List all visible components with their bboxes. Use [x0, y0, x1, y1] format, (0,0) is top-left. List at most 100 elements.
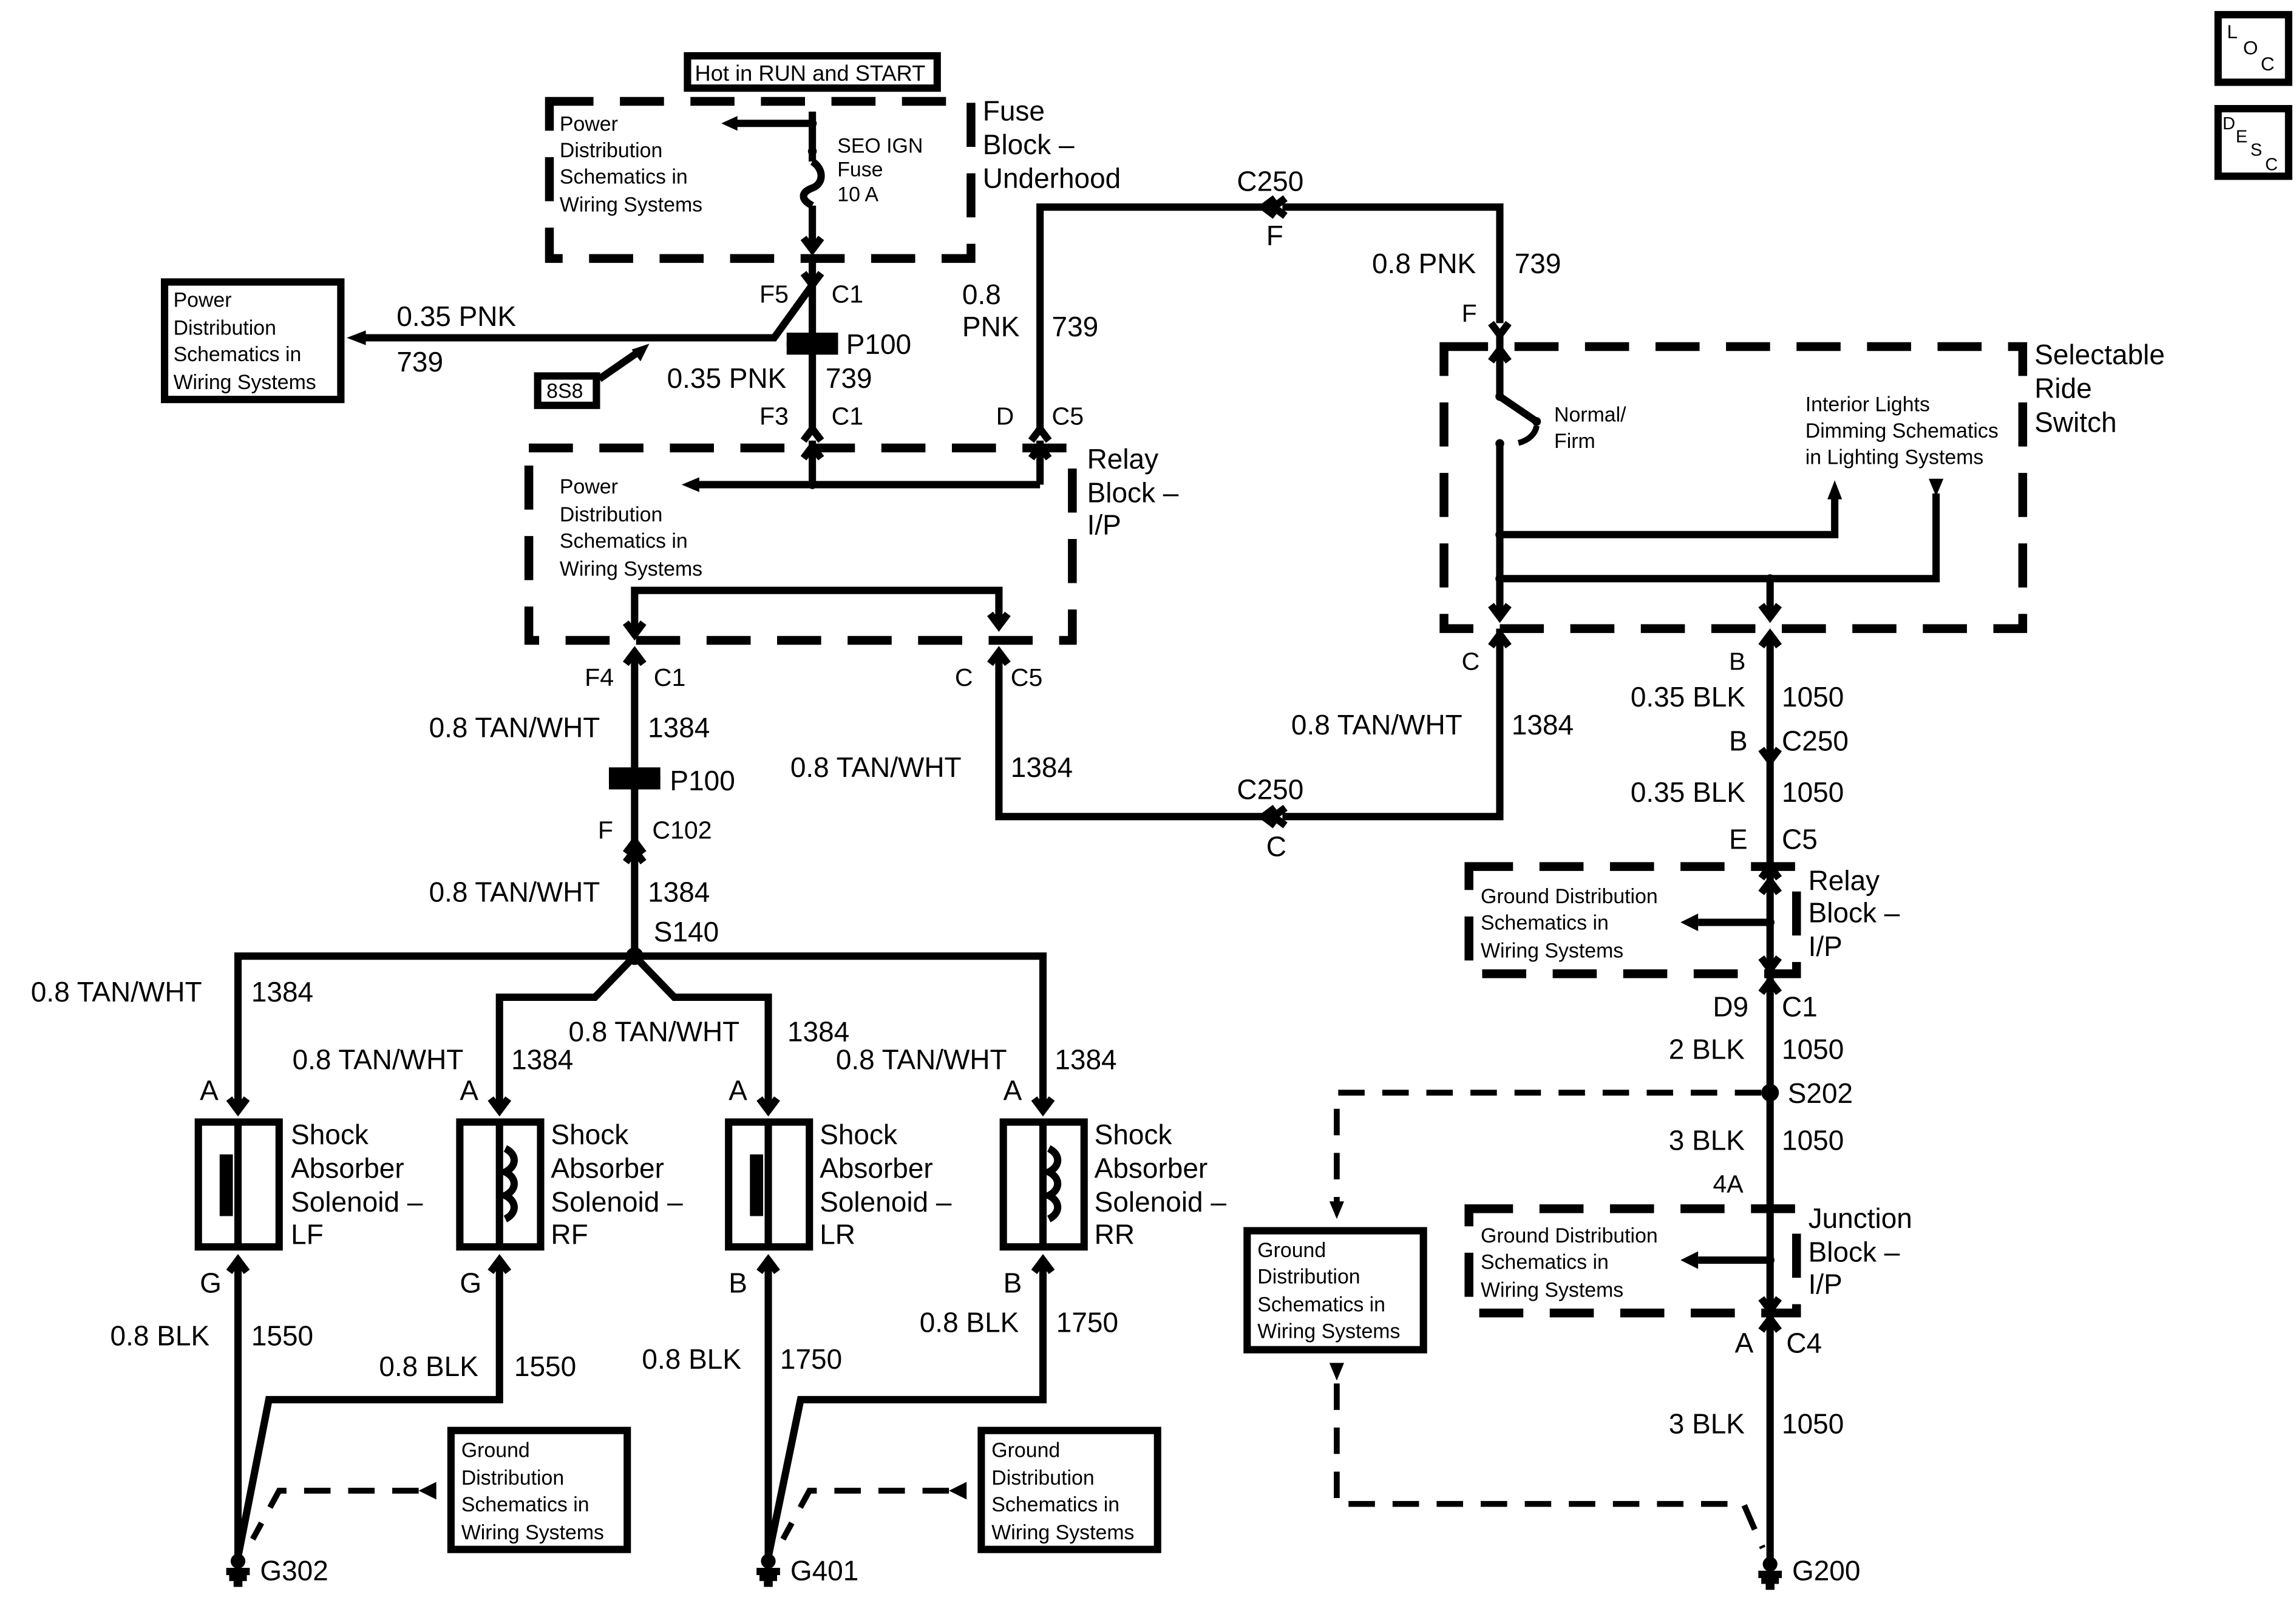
- svg-text:Schematics in: Schematics in: [560, 530, 688, 553]
- ride-switch-title: Selectable Ride Switch: [2034, 339, 2165, 438]
- ride-switch-outline: [1439, 342, 2028, 633]
- svg-text:C102: C102: [652, 816, 712, 844]
- svg-text:SEO IGN: SEO IGN: [837, 135, 923, 158]
- svg-text:3 BLK: 3 BLK: [1669, 1408, 1745, 1440]
- wire-1384-f4: 0.8 TAN/WHT 1384: [429, 652, 710, 846]
- svg-text:L: L: [2227, 21, 2237, 42]
- splice-s202: S202: [1329, 1077, 1853, 1219]
- svg-text:RR: RR: [1095, 1218, 1135, 1250]
- switch-pin-c: C 0.8 TAN/WHT 1384: [1291, 628, 1574, 741]
- svg-text:3 BLK: 3 BLK: [1669, 1125, 1745, 1156]
- fuse-block-title: Fuse Block – Underhood: [983, 95, 1121, 194]
- branch-lf: 0.8 TAN/WHT 1384 A: [31, 952, 635, 1117]
- svg-text:Fuse: Fuse: [837, 158, 883, 181]
- relay-block-2-title: Relay Block – I/P: [1809, 864, 1900, 962]
- svg-text:4A: 4A: [1713, 1170, 1744, 1198]
- svg-text:Hot in RUN and START: Hot in RUN and START: [695, 61, 926, 86]
- connector-c250-b: B C250: [1729, 725, 1849, 767]
- svg-text:Wiring Systems: Wiring Systems: [560, 193, 702, 216]
- ground-g200: G200: [1758, 1555, 1860, 1590]
- svg-text:1384: 1384: [648, 876, 710, 908]
- svg-text:1050: 1050: [1782, 1408, 1844, 1440]
- svg-text:1550: 1550: [514, 1351, 576, 1382]
- branch-rf: 0.8 TAN/WHT 1384 A: [293, 953, 637, 1117]
- svg-text:G: G: [200, 1267, 222, 1298]
- connector-c102: F C102: [598, 816, 712, 864]
- svg-text:Schematics in: Schematics in: [174, 343, 302, 366]
- svg-text:0.8 BLK: 0.8 BLK: [642, 1343, 741, 1375]
- svg-text:0.8 BLK: 0.8 BLK: [110, 1320, 210, 1351]
- svg-text:Junction: Junction: [1809, 1202, 1912, 1234]
- svg-text:Switch: Switch: [2034, 406, 2116, 438]
- svg-text:Power: Power: [560, 475, 618, 498]
- svg-text:0.8 BLK: 0.8 BLK: [920, 1307, 1019, 1338]
- svg-text:Absorber: Absorber: [291, 1153, 404, 1184]
- svg-text:1750: 1750: [1056, 1307, 1118, 1338]
- relay-block-2-ground-ref: Ground Distribution Schematics in Wiring…: [1481, 875, 1782, 976]
- svg-text:Power: Power: [174, 289, 232, 312]
- seo-ign-fuse: [721, 111, 825, 256]
- svg-text:Schematics in: Schematics in: [991, 1493, 1119, 1516]
- svg-text:Schematics in: Schematics in: [1481, 912, 1609, 935]
- svg-text:Wiring Systems: Wiring Systems: [174, 371, 316, 394]
- svg-text:Firm: Firm: [1554, 430, 1595, 453]
- junction-block-ground-ref: Ground Distribution Schematics in Wiring…: [1481, 1224, 1782, 1317]
- svg-text:D: D: [996, 402, 1014, 430]
- svg-text:D: D: [2223, 114, 2235, 134]
- svg-text:B: B: [1729, 725, 1748, 756]
- svg-text:Ride: Ride: [2034, 373, 2092, 404]
- svg-text:C1: C1: [832, 280, 864, 308]
- fuse-block-power-ref: Power Distribution Schematics in Wiring …: [560, 112, 702, 216]
- connector-c1-f4: F4 C1: [585, 646, 685, 691]
- svg-text:E: E: [2236, 127, 2247, 147]
- svg-text:1550: 1550: [251, 1320, 313, 1351]
- wire-1050-s202: 3 BLK 1050 4A: [1669, 1125, 1844, 1198]
- svg-text:PNK: PNK: [962, 311, 1020, 342]
- svg-text:Solenoid –: Solenoid –: [1095, 1186, 1227, 1218]
- ground-ref-g302: Ground Distribution Schematics in Wiring…: [250, 1426, 631, 1553]
- seo-ign-fuse-label: SEO IGN Fuse 10 A: [837, 135, 923, 206]
- svg-text:Shock: Shock: [1095, 1119, 1173, 1150]
- svg-text:A: A: [1735, 1327, 1754, 1358]
- wire-1050-d9: 2 BLK 1050: [1669, 1034, 1844, 1065]
- svg-text:Wiring Systems: Wiring Systems: [1481, 940, 1623, 963]
- svg-text:I/P: I/P: [1809, 931, 1843, 962]
- svg-text:1384: 1384: [787, 1016, 849, 1048]
- svg-text:Shock: Shock: [291, 1119, 369, 1150]
- svg-text:0.35 BLK: 0.35 BLK: [1631, 776, 1745, 808]
- svg-text:Solenoid –: Solenoid –: [551, 1186, 683, 1218]
- svg-text:F: F: [1266, 220, 1283, 251]
- relay-block-outline: [524, 443, 1077, 645]
- svg-text:8S8: 8S8: [546, 380, 583, 403]
- svg-text:Ground: Ground: [1257, 1239, 1326, 1262]
- svg-text:Distribution: Distribution: [991, 1466, 1094, 1490]
- svg-text:Schematics in: Schematics in: [560, 165, 688, 188]
- svg-text:Distribution: Distribution: [174, 317, 276, 340]
- connector-c5-c: C C5: [955, 646, 1042, 691]
- svg-text:C: C: [1266, 831, 1286, 863]
- switch-pin-b: B 0.35 BLK 1050: [1631, 628, 1844, 1571]
- junction-block-outline: [1464, 1204, 1801, 1318]
- svg-text:P100: P100: [670, 765, 735, 796]
- svg-text:Ground: Ground: [461, 1439, 530, 1462]
- svg-text:Block –: Block –: [983, 129, 1075, 160]
- svg-text:Ground Distribution: Ground Distribution: [1481, 885, 1658, 908]
- svg-text:1050: 1050: [1782, 1034, 1844, 1065]
- svg-text:C5: C5: [1782, 824, 1818, 855]
- svg-text:C: C: [955, 663, 973, 691]
- svg-text:F4: F4: [585, 663, 614, 691]
- svg-text:Wiring Systems: Wiring Systems: [1257, 1320, 1400, 1343]
- loc-icon[interactable]: L O C: [2214, 11, 2292, 86]
- svg-text:Shock: Shock: [551, 1119, 629, 1150]
- svg-text:F: F: [1462, 299, 1477, 327]
- svg-text:0.8 TAN/WHT: 0.8 TAN/WHT: [1291, 709, 1462, 741]
- left-power-ref-box: Power Distribution Schematics in Wiring …: [161, 278, 345, 404]
- svg-text:Fuse: Fuse: [983, 95, 1045, 126]
- relay-block-2-outline: [1464, 862, 1801, 978]
- desc-icon[interactable]: D E S C: [2214, 105, 2292, 180]
- svg-text:Selectable: Selectable: [2034, 339, 2165, 370]
- wire-1050-g200: 3 BLK 1050: [1669, 1408, 1844, 1440]
- svg-text:O: O: [2243, 38, 2258, 59]
- svg-text:1050: 1050: [1782, 776, 1844, 808]
- connector-c250-top: C250 F: [1237, 166, 1303, 252]
